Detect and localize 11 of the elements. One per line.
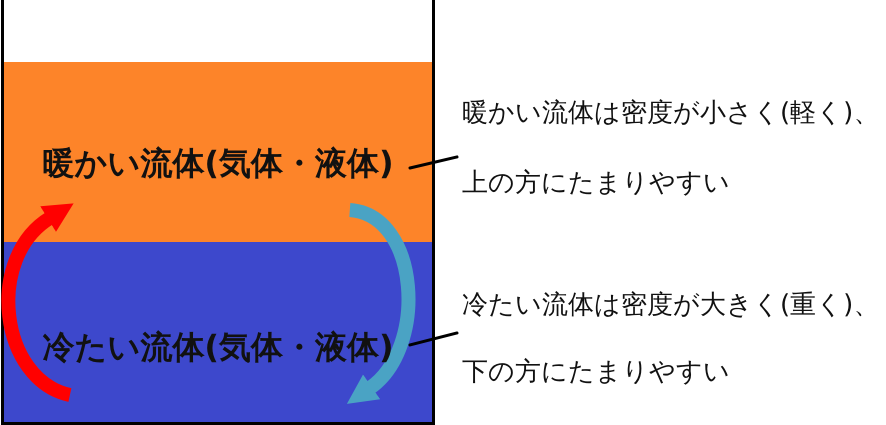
leader-line [408,155,458,170]
layer-label: 冷たい流体(気体・液体) [42,328,394,366]
leader-line [408,331,458,346]
annotation: 冷たい流体は密度が大きく(重く)、下の方にたまりやすい [462,272,884,406]
curved-arrow [348,203,416,407]
annotation: 暖かい流体は密度が小さく(軽く)、上の方にたまりやすい [462,78,884,218]
warm-fluid-layer [4,62,432,242]
cold-fluid-layer [4,242,432,422]
layer-label: 暖かい流体(気体・液体) [42,144,394,182]
tank-outline [1,0,435,425]
curved-arrow [2,200,72,402]
